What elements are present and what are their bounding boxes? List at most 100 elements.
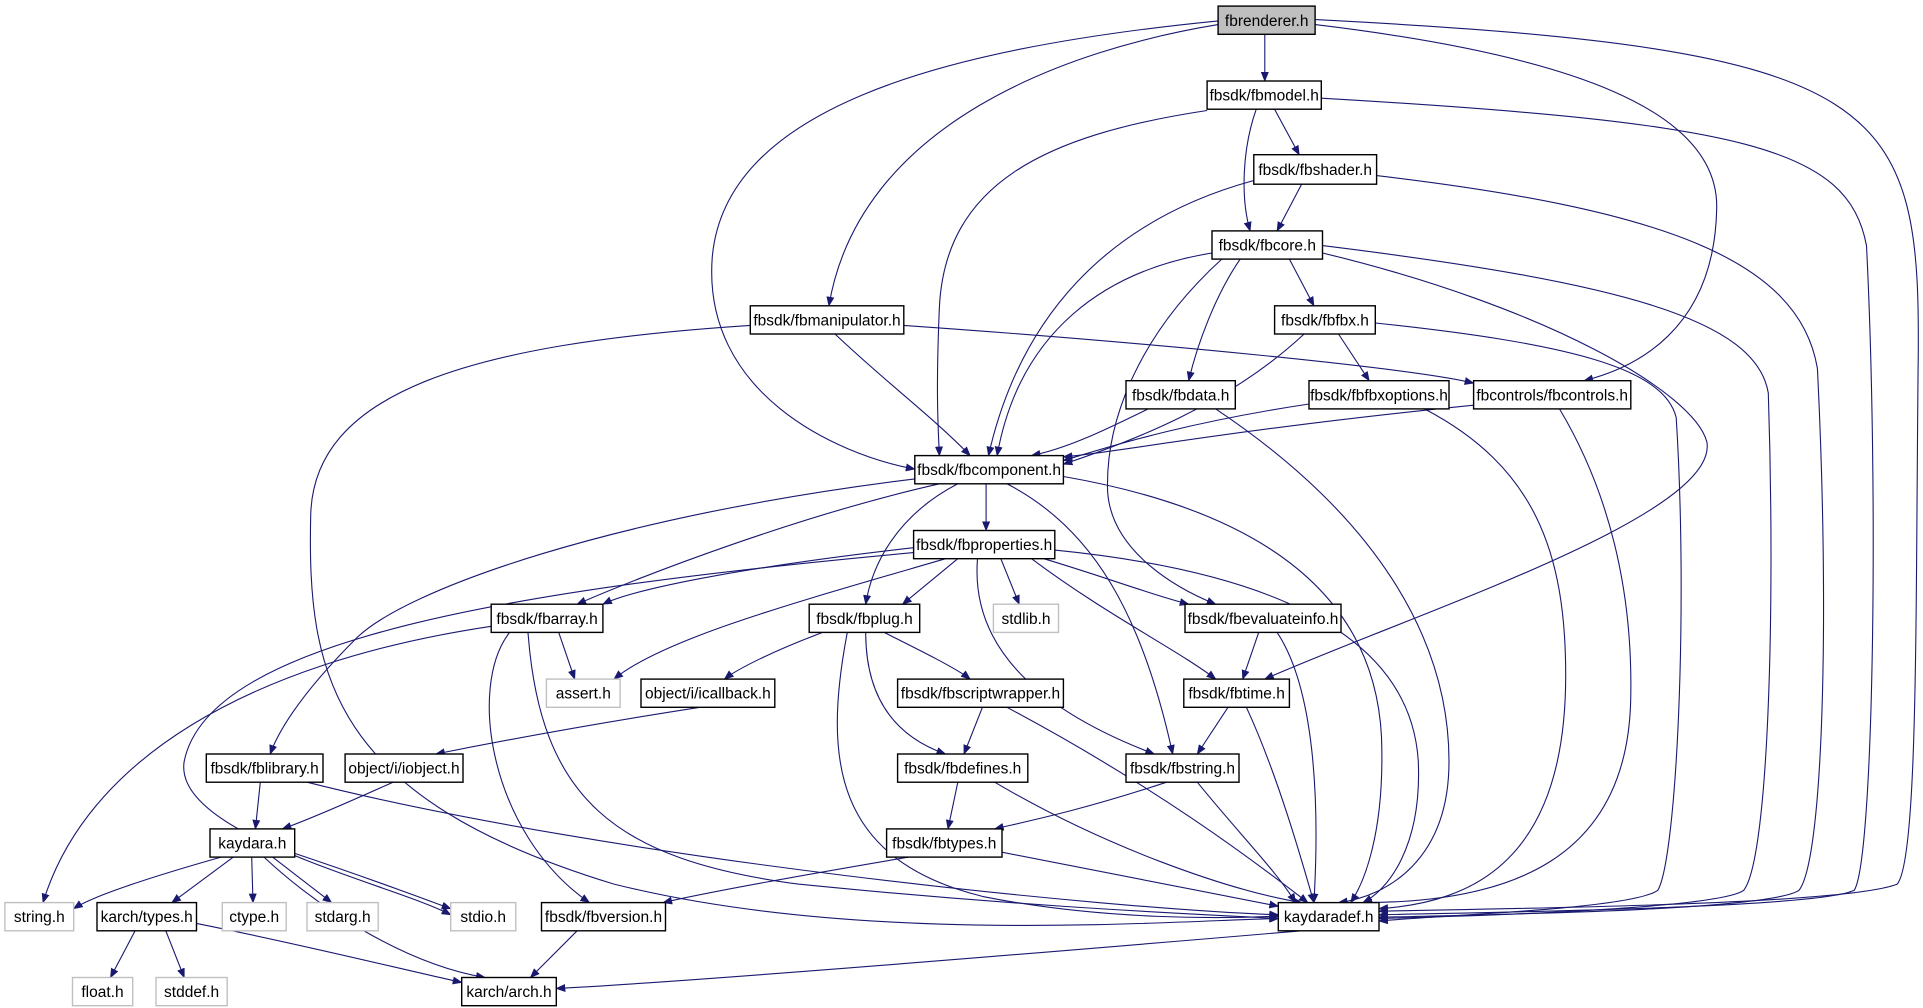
edge-fbproperties-to-fbplug	[901, 558, 959, 605]
node-label: fbsdk/fbfbx.h	[1281, 312, 1369, 329]
dependency-edges	[41, 19, 1919, 993]
node-fbsdk-fbfbxoptions-h[interactable]: fbsdk/fbfbxoptions.h	[1308, 380, 1450, 410]
edge-icallback-to-iobject	[434, 706, 700, 757]
edge-fbcomponent-to-fblibrary	[269, 478, 915, 755]
node-box	[1277, 901, 1380, 932]
node-fbsdk-fbshader-h[interactable]: fbsdk/fbshader.h	[1253, 153, 1378, 185]
edge-kaydara-to-string	[72, 856, 222, 910]
node-karch-types-h[interactable]: karch/types.h	[96, 901, 198, 932]
edge-fbmanipulator-to-fbcomponent	[834, 333, 971, 457]
edge-fbcore-to-fbtime	[1263, 252, 1708, 680]
edge-karchtypes-to-float	[110, 930, 136, 979]
node-label: stdarg.h	[315, 909, 371, 926]
edge-fbshader-to-kaydaradef	[1376, 175, 1825, 922]
edge-fbcore-to-fbcomponent	[994, 252, 1213, 457]
node-string-h: string.h	[4, 901, 75, 932]
node-kaydara-h[interactable]: kaydara.h	[209, 828, 296, 858]
edge-fbtime-to-kaydaradef	[1245, 707, 1316, 904]
node-kaydaradef-h[interactable]: kaydaradef.h	[1277, 901, 1380, 932]
node-box	[1217, 5, 1316, 36]
edge-fbshader-to-fbcomponent	[986, 179, 1254, 457]
edge-fbrenderer-to-fbcomponent	[711, 20, 1219, 472]
node-box	[344, 753, 464, 783]
node-fbsdk-fbtypes-h[interactable]: fbsdk/fbtypes.h	[885, 828, 1003, 858]
node-fbsdk-fbtime-h[interactable]: fbsdk/fbtime.h	[1183, 678, 1291, 708]
edge-fbarray-to-string	[41, 625, 492, 904]
node-fbsdk-fbstring-h[interactable]: fbsdk/fbstring.h	[1125, 753, 1240, 783]
node-label: fbsdk/fbdefines.h	[904, 761, 1021, 778]
node-box	[1125, 380, 1237, 410]
node-label: fbsdk/fblibrary.h	[210, 761, 318, 778]
edge-fbrenderer-to-fbcontrols	[1315, 24, 1718, 383]
node-box	[914, 454, 1065, 485]
edge-fbplug-to-icallback	[723, 631, 823, 680]
edge-fbrenderer-to-kaydaradef	[1315, 19, 1919, 915]
edge-fbcomponent-to-fbarray	[576, 483, 940, 605]
node-box	[808, 603, 921, 634]
node-box	[461, 976, 558, 1007]
node-label: stdio.h	[460, 909, 506, 926]
node-label: ctype.h	[229, 909, 279, 926]
node-assert-h: assert.h	[545, 678, 621, 708]
edge-fbmodel-to-fbcomponent	[934, 109, 1208, 457]
node-fbsdk-fbscriptwrapper-h[interactable]: fbsdk/fbscriptwrapper.h	[896, 678, 1065, 708]
edge-fbstring-to-fbtypes	[993, 781, 1167, 831]
node-fbsdk-fbmanipulator-h[interactable]: fbsdk/fbmanipulator.h	[749, 305, 905, 335]
edge-fbarray-to-fbversion	[488, 632, 591, 904]
edge-fbcore-to-fbfbx	[1288, 258, 1315, 307]
node-fbrenderer-h[interactable]: fbrenderer.h	[1217, 5, 1316, 36]
edge-fbdata-to-kaydaradef	[1215, 408, 1450, 906]
node-label: string.h	[14, 909, 65, 926]
edge-fbshader-to-fbcore	[1276, 183, 1303, 232]
edge-fbcore-to-fbevaluateinfo	[1107, 258, 1223, 605]
node-karch-arch-h[interactable]: karch/arch.h	[461, 976, 558, 1007]
header-nodes: fbrenderer.h fbsdk/fbmodel.h fbsdk/fbshade…	[4, 5, 1632, 1007]
node-box	[540, 901, 667, 932]
node-label: kaydaradef.h	[1284, 909, 1374, 926]
edge-fbfbx-to-kaydaradef	[1375, 322, 1682, 925]
node-ctype-h: ctype.h	[221, 901, 287, 932]
edge-fbfbxoptions-to-kaydaradef	[1378, 408, 1567, 913]
node-fbsdk-fbdefines-h[interactable]: fbsdk/fbdefines.h	[896, 753, 1029, 783]
edge-fbmodel-to-kaydaradef	[1321, 97, 1874, 919]
edge-fbproperties-to-stdlib	[1000, 558, 1020, 606]
node-fbcontrols-fbcontrols-h[interactable]: fbcontrols/fbcontrols.h	[1472, 380, 1632, 410]
node-object-i-icallback-h[interactable]: object/i/icallback.h	[640, 678, 776, 708]
node-fbsdk-fbproperties-h[interactable]: fbsdk/fbproperties.h	[912, 529, 1056, 560]
node-fbsdk-fbversion-h[interactable]: fbsdk/fbversion.h	[540, 901, 667, 932]
edge-fbcontrols-to-kaydaradef	[1362, 408, 1632, 907]
node-fbsdk-fblibrary-h[interactable]: fbsdk/fblibrary.h	[205, 753, 324, 783]
edge-fbtypes-to-fbversion	[662, 856, 909, 905]
node-box	[1206, 80, 1322, 110]
edge-fbdefines-to-kaydaradef	[994, 781, 1303, 906]
node-label: fbsdk/fbtypes.h	[892, 836, 996, 853]
node-fbsdk-fbdata-h[interactable]: fbsdk/fbdata.h	[1125, 380, 1237, 410]
edge-fbrenderer-to-fbmanipulator	[826, 24, 1219, 307]
edge-kaydara-to-ctype	[248, 857, 257, 904]
edge-fbproperties-to-fbtime	[1031, 558, 1217, 680]
node-label: fbrenderer.h	[1225, 13, 1309, 30]
node-fbsdk-fbmodel-h[interactable]: fbsdk/fbmodel.h	[1206, 80, 1322, 110]
node-object-i-iobject-h[interactable]: object/i/iobject.h	[344, 753, 464, 783]
edge-fbdata-to-fbcomponent	[1030, 408, 1149, 458]
edge-fbproperties-to-fbstring	[976, 558, 1156, 755]
node-label: object/i/icallback.h	[645, 686, 771, 703]
node-label: fbsdk/fbscriptwrapper.h	[901, 686, 1060, 703]
node-stdlib-h: stdlib.h	[992, 603, 1060, 634]
node-fbsdk-fbarray-h[interactable]: fbsdk/fbarray.h	[490, 603, 604, 634]
edge-fbcore-to-fbdata	[1186, 258, 1241, 382]
node-fbsdk-fbcore-h[interactable]: fbsdk/fbcore.h	[1211, 230, 1324, 260]
node-box	[1125, 753, 1240, 783]
node-label: assert.h	[556, 686, 611, 703]
edge-fbplug-to-kaydaradef	[836, 632, 1280, 921]
edge-iobject-to-kaydara	[281, 781, 394, 830]
node-box	[749, 305, 905, 335]
node-label: stddef.h	[164, 984, 219, 1001]
edge-fbtime-to-fbstring	[1196, 706, 1229, 755]
node-fbsdk-fbcomponent-h[interactable]: fbsdk/fbcomponent.h	[914, 454, 1065, 485]
node-fbsdk-fbevaluateinfo-h[interactable]: fbsdk/fbevaluateinfo.h	[1184, 603, 1342, 634]
node-fbsdk-fbplug-h[interactable]: fbsdk/fbplug.h	[808, 603, 921, 634]
node-box	[209, 828, 296, 858]
node-label: float.h	[81, 984, 123, 1001]
node-fbsdk-fbfbx-h[interactable]: fbsdk/fbfbx.h	[1273, 305, 1376, 335]
